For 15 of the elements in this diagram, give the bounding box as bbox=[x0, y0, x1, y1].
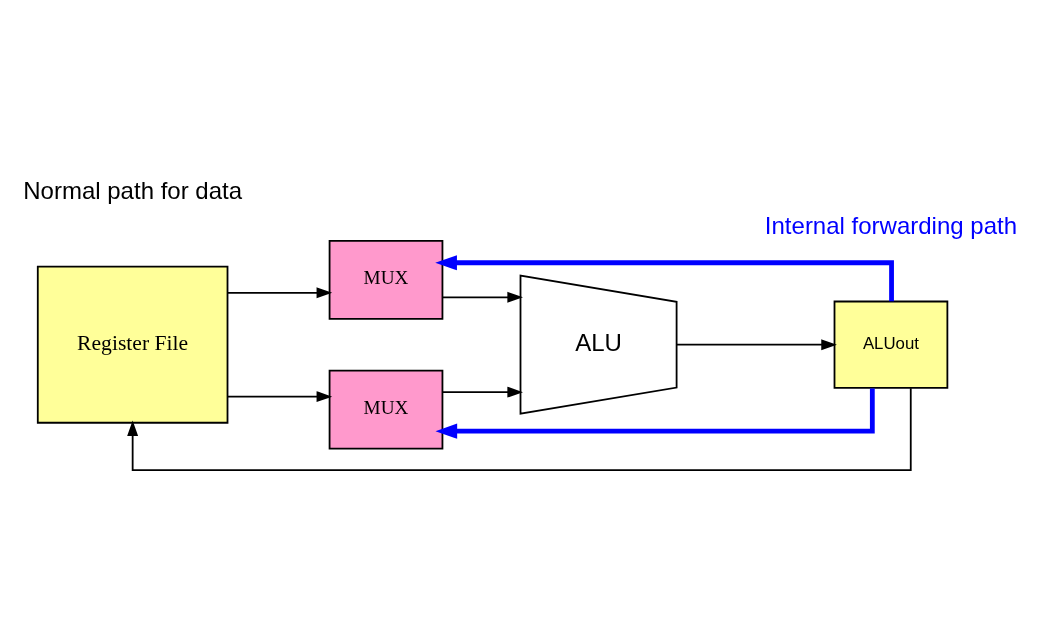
arrow bbox=[676, 338, 837, 350]
node-box: ALUout bbox=[833, 300, 949, 389]
node-box: ALU bbox=[519, 274, 678, 415]
node-box: MUX bbox=[328, 239, 444, 320]
node-box: Register File bbox=[36, 265, 229, 424]
label: Normal path for data bbox=[23, 176, 243, 204]
arrow bbox=[442, 386, 523, 398]
arrow bbox=[226, 286, 333, 298]
node-box: MUX bbox=[328, 369, 444, 449]
arrow bbox=[435, 387, 875, 439]
arrow bbox=[442, 291, 523, 303]
arrow bbox=[127, 386, 912, 471]
arrow bbox=[435, 254, 894, 301]
label: Internal forwarding path bbox=[764, 211, 1018, 239]
arrow bbox=[226, 390, 333, 402]
